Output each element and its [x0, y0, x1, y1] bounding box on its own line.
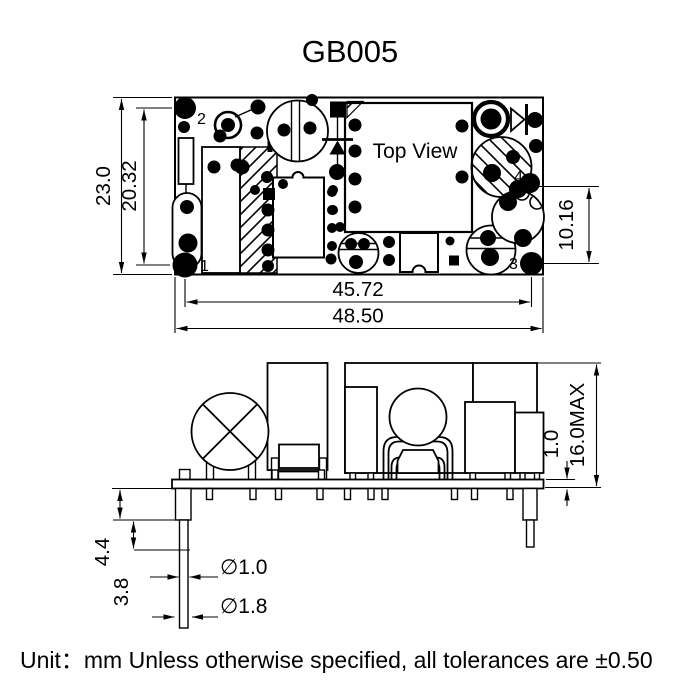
hatched-corner	[346, 100, 365, 119]
top-view-dimensions: 23.0 20.32 10.16 45.72 48.50	[92, 96, 599, 333]
dim-board-height: 23.0	[92, 166, 115, 206]
pin-stub	[178, 468, 191, 481]
diode-symbol	[322, 117, 353, 165]
pad-3	[520, 252, 543, 275]
diode-triangle-icon	[510, 106, 526, 133]
connector-outline	[399, 232, 439, 273]
dim-pin-diameter-thin: ∅1.0	[220, 556, 268, 579]
capacitor-side	[464, 401, 516, 474]
dim-pin-diameter-thick: ∅1.8	[220, 595, 268, 618]
pad-4	[520, 173, 540, 193]
dim-pcb-thickness: 1.0	[540, 430, 563, 459]
diode-component-side	[396, 449, 440, 474]
ic-outline	[272, 171, 325, 259]
dim-board-width: 48.50	[332, 305, 383, 328]
pad-4-label: 4	[514, 169, 523, 186]
transformer-outline	[343, 101, 474, 234]
dim-pin-shoulder-length: 4.4	[91, 538, 114, 567]
toroid-cross	[202, 403, 258, 460]
output-pin-shoulder	[522, 487, 538, 521]
pad-3-label: 3	[509, 256, 518, 273]
capacitor-top-outline	[266, 99, 329, 163]
side-view-dimensions: 16.0MAX 1.0 4.4 3.8 ∅1.0 ∅1.8	[91, 362, 601, 620]
side-view: 16.0MAX 1.0 4.4 3.8 ∅1.0 ∅1.8	[91, 362, 601, 629]
dim-max-height: 16.0MAX	[566, 383, 589, 468]
capacitor-side	[514, 411, 545, 474]
smd-pad-square	[263, 188, 275, 200]
dim-pin-row-pitch: 20.32	[118, 160, 141, 211]
capacitor-side	[344, 386, 378, 474]
dim-pin-tip-length: 3.8	[110, 578, 133, 607]
pad-1	[172, 252, 198, 278]
smd-pad-square	[330, 101, 346, 118]
dim-output-pin-pitch: 10.16	[555, 199, 578, 250]
ring-pad-center	[221, 118, 235, 132]
resistor-outline	[177, 137, 195, 185]
dim-pin-column-pitch: 45.72	[332, 278, 383, 301]
through-pins	[205, 487, 514, 501]
component-feet	[271, 469, 541, 481]
tolerance-note: Unit：mm Unless otherwise specified, all …	[20, 647, 653, 673]
mounting-pin-tip	[178, 519, 189, 629]
trace	[234, 108, 253, 118]
top-view-label: Top View	[373, 140, 459, 163]
large-ring-pad-center	[480, 108, 502, 130]
small-capacitor-side	[278, 443, 320, 469]
pad-1-label: 1	[200, 258, 209, 275]
smd-pad-square	[449, 255, 459, 266]
electrolytic-capacitor-side	[388, 387, 448, 447]
pcb-side-outline	[171, 478, 545, 490]
pad-2-label: 2	[197, 111, 206, 128]
solder-dots	[178, 94, 543, 272]
output-pin-tip	[525, 519, 535, 548]
mounting-pin-shoulder	[174, 487, 192, 521]
pad-2	[174, 97, 196, 119]
drawing-title: GB005	[302, 34, 399, 69]
top-view: Top View	[92, 94, 599, 333]
